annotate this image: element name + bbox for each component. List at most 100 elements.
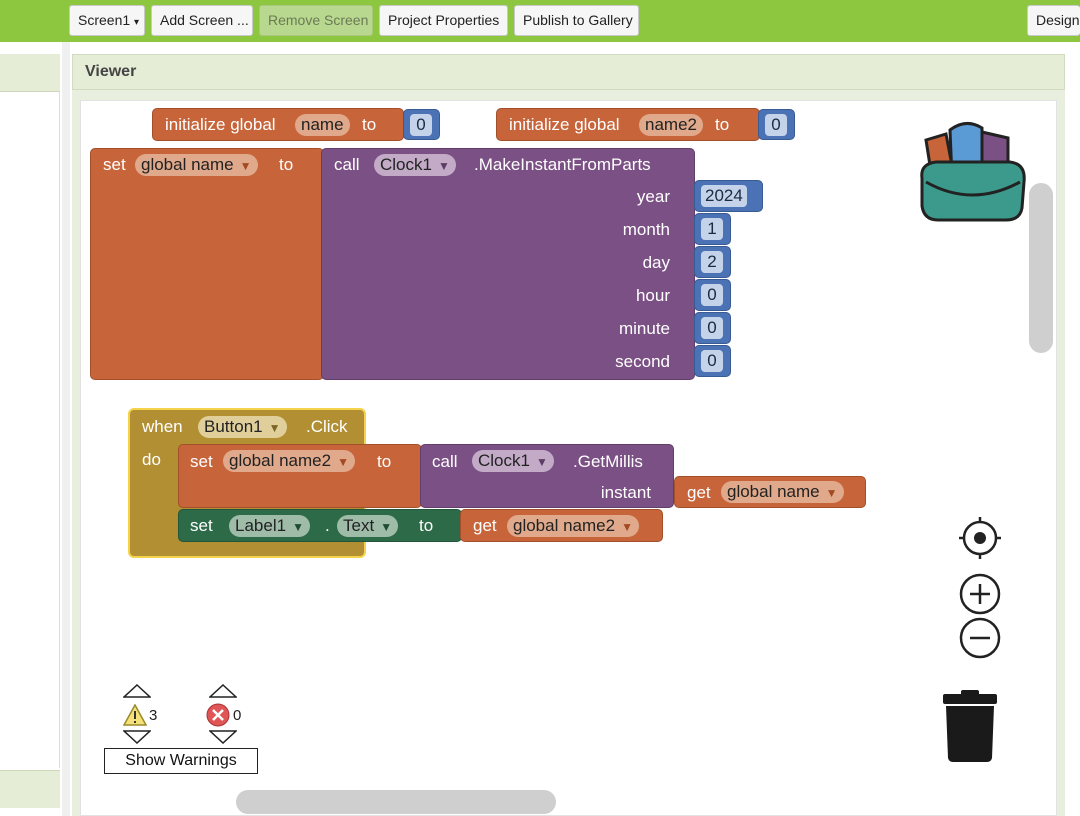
set-label1-text-block[interactable]: set Label1 ▼ . Text ▼ to: [178, 509, 462, 542]
dot-label: .: [325, 516, 330, 535]
component-dropdown[interactable]: Clock1▼: [472, 450, 554, 472]
init-global-name-block[interactable]: initialize global name to: [152, 108, 404, 141]
get-keyword: get: [473, 516, 497, 535]
number-block-day[interactable]: 2: [694, 246, 731, 278]
do-keyword: do: [142, 450, 161, 469]
center-target-button[interactable]: [959, 517, 1001, 559]
number-field[interactable]: 2024: [701, 185, 747, 207]
property-dropdown[interactable]: Text ▼: [337, 515, 399, 537]
plus-icon: [959, 573, 1001, 615]
init-global-name2-block[interactable]: initialize global name2 to: [496, 108, 760, 141]
dropdown-arrow-icon: ▼: [621, 520, 633, 534]
var-dropdown-label: global name2: [229, 451, 332, 470]
init-keyword: initialize global: [165, 115, 276, 134]
init-var-field[interactable]: name: [295, 114, 350, 136]
when-keyword: when: [142, 417, 183, 436]
number-block-hour[interactable]: 0: [694, 279, 731, 311]
project-properties-button[interactable]: Project Properties: [379, 5, 508, 36]
number-block-month[interactable]: 1: [694, 213, 731, 245]
get-var-dropdown[interactable]: global name2 ▼: [507, 515, 639, 537]
error-down-arrow-icon[interactable]: [209, 730, 237, 744]
trash-icon[interactable]: [941, 690, 999, 764]
param-label-year: year: [636, 187, 670, 206]
left-panel-footer: [0, 770, 60, 808]
set-global-name2-block[interactable]: set global name2▼ to: [178, 444, 422, 508]
number-field[interactable]: 0: [701, 284, 723, 306]
to-label: to: [279, 155, 294, 174]
viewer-header: Viewer: [72, 54, 1065, 90]
dropdown-arrow-icon: ▼: [292, 520, 304, 534]
call-get-millis-block[interactable]: call Clock1▼ .GetMillis instant: [420, 444, 674, 508]
number-block-year[interactable]: 2024: [694, 180, 763, 212]
panel-divider[interactable]: [62, 42, 70, 816]
viewer-title: Viewer: [85, 63, 137, 80]
method-label: .MakeInstantFromParts: [474, 155, 651, 174]
get-global-name-block[interactable]: get global name▼: [674, 476, 866, 508]
designer-button[interactable]: Designe: [1027, 5, 1080, 36]
screen-select-button[interactable]: Screen1 ▾: [69, 5, 145, 36]
number-block-minute[interactable]: 0: [694, 312, 731, 344]
horizontal-scrollbar[interactable]: [236, 790, 556, 814]
number-field[interactable]: 0: [701, 350, 723, 372]
set-keyword: set: [190, 516, 213, 535]
zoom-in-button[interactable]: [959, 573, 1001, 615]
show-warnings-button[interactable]: Show Warnings: [104, 748, 258, 774]
var-dropdown[interactable]: global name2▼: [223, 450, 355, 472]
error-count: 0: [233, 707, 242, 724]
number-block[interactable]: 0: [758, 109, 795, 140]
zoom-out-button[interactable]: [959, 617, 1001, 659]
event-component-label: Button1: [204, 417, 263, 436]
warning-icon: [123, 704, 147, 726]
component-dropdown-label: Label1: [235, 516, 287, 535]
number-field[interactable]: 0: [701, 317, 723, 339]
get-var-label: global name: [727, 482, 820, 501]
init-to-label: to: [362, 115, 377, 134]
var-dropdown[interactable]: global name▼: [135, 154, 258, 176]
number-field[interactable]: 1: [701, 218, 723, 240]
call-keyword: call: [334, 155, 360, 174]
param-label-second: second: [615, 352, 670, 371]
param-label-minute: minute: [618, 319, 670, 338]
call-make-instant-block[interactable]: call Clock1▼ .MakeInstantFromParts year …: [321, 148, 695, 380]
param-label-day: day: [642, 253, 670, 272]
param-label-month: month: [622, 220, 670, 239]
component-dropdown-label: Clock1: [380, 155, 432, 174]
number-field[interactable]: 0: [410, 114, 432, 136]
warning-count: 3: [149, 707, 158, 724]
property-dropdown-label: Text: [343, 516, 375, 535]
init-to-label: to: [715, 115, 730, 134]
dropdown-arrow-icon: ▼: [239, 159, 252, 173]
to-label: to: [419, 516, 434, 535]
publish-to-gallery-button[interactable]: Publish to Gallery: [514, 5, 639, 36]
get-keyword: get: [687, 483, 711, 502]
dropdown-arrow-icon: ▼: [535, 455, 548, 469]
component-dropdown[interactable]: Label1 ▼: [229, 515, 310, 537]
event-component-dropdown[interactable]: Button1▼: [198, 416, 287, 438]
init-var-field[interactable]: name2: [639, 114, 703, 136]
get-var-label: global name2: [513, 516, 616, 535]
warning-down-arrow-icon[interactable]: [123, 730, 151, 744]
set-global-name-block[interactable]: set global name▼ to: [90, 148, 324, 380]
event-name-label: .Click: [306, 417, 348, 436]
backpack-icon[interactable]: [916, 116, 1030, 224]
add-screen-button[interactable]: Add Screen ...: [151, 5, 253, 36]
remove-screen-button[interactable]: Remove Screen: [259, 5, 373, 36]
number-block-second[interactable]: 0: [694, 345, 731, 377]
get-global-name2-block[interactable]: get global name2 ▼: [460, 509, 663, 542]
minus-icon: [959, 617, 1001, 659]
top-toolbar: Screen1 ▾ Add Screen ... Remove Screen P…: [0, 0, 1080, 42]
warning-up-arrow-icon[interactable]: [123, 684, 151, 698]
dropdown-arrow-icon: ▼: [380, 520, 393, 534]
param-label-instant: instant: [600, 483, 651, 502]
get-var-dropdown[interactable]: global name▼: [721, 481, 844, 503]
left-panel-header: [0, 54, 60, 92]
error-up-arrow-icon[interactable]: [209, 684, 237, 698]
param-label-hour: hour: [635, 286, 670, 305]
vertical-scrollbar[interactable]: [1029, 183, 1053, 353]
left-panel-body: [0, 92, 60, 768]
target-icon: [959, 517, 1001, 559]
number-field[interactable]: 2: [701, 251, 723, 273]
component-dropdown[interactable]: Clock1▼: [374, 154, 456, 176]
number-block[interactable]: 0: [403, 109, 440, 140]
number-field[interactable]: 0: [765, 114, 787, 136]
